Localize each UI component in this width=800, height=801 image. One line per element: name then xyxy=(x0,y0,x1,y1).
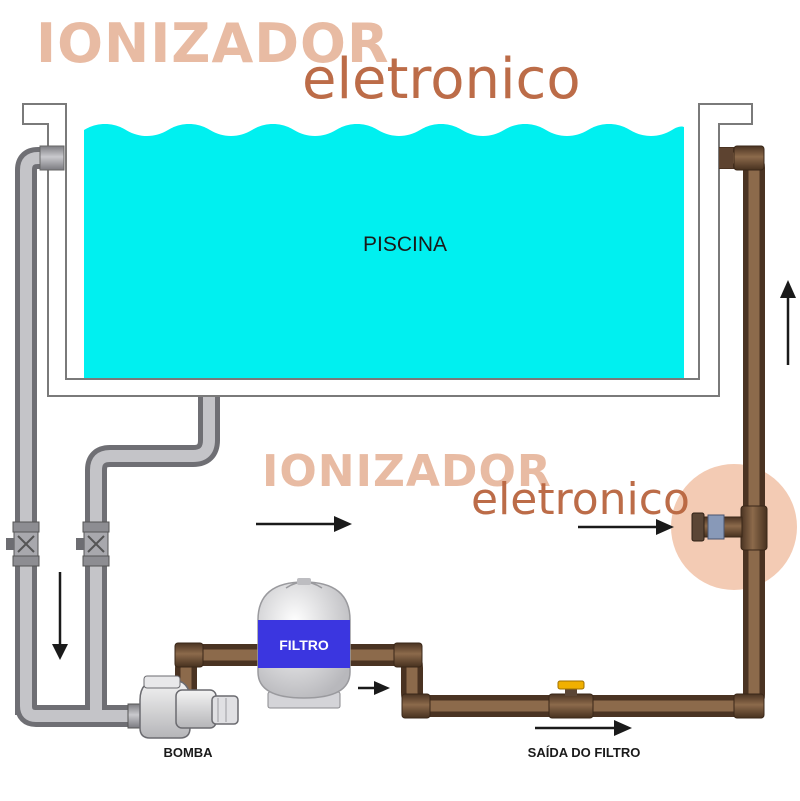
return-ball-valve[interactable] xyxy=(548,680,594,719)
suction-valve-left[interactable] xyxy=(6,521,40,567)
flow-arrow-right-filter xyxy=(358,681,390,695)
flow-arrow-right-outlet xyxy=(535,720,632,736)
flow-arrow-up xyxy=(780,280,796,365)
flow-arrow-right-ionizer xyxy=(578,519,674,535)
pipe-elbow xyxy=(174,642,204,668)
watermark-title-top: IONIZADOR xyxy=(36,12,390,75)
filter-band xyxy=(258,620,350,668)
suction-valve-drain[interactable] xyxy=(76,521,110,567)
pipe-fitting xyxy=(39,145,65,171)
pool-wall xyxy=(22,103,753,397)
flow-arrow-right-mid xyxy=(256,516,352,532)
pipe-elbow xyxy=(733,693,765,719)
pool-pump xyxy=(127,675,239,739)
pipe-elbow xyxy=(393,642,423,668)
ionizer-device xyxy=(691,505,768,551)
pool-return-inlet xyxy=(719,148,733,168)
watermark-subtitle-top: eletronico xyxy=(302,47,581,112)
flow-arrow-down xyxy=(52,572,68,660)
filter-label: FILTRO xyxy=(279,637,329,653)
pipe-elbow xyxy=(733,145,765,171)
watermark-subtitle-mid: eletronico xyxy=(471,474,690,525)
valve-handle[interactable] xyxy=(557,680,585,690)
pipe-elbow xyxy=(401,693,431,719)
pump-label: BOMBA xyxy=(163,745,213,760)
watermark-title-mid: IONIZADOR xyxy=(262,446,552,497)
sand-filter xyxy=(257,578,351,709)
pool-label: PISCINA xyxy=(363,233,447,256)
pool-water xyxy=(84,124,684,378)
filter-outlet-label: SAÍDA DO FILTRO xyxy=(528,745,641,760)
